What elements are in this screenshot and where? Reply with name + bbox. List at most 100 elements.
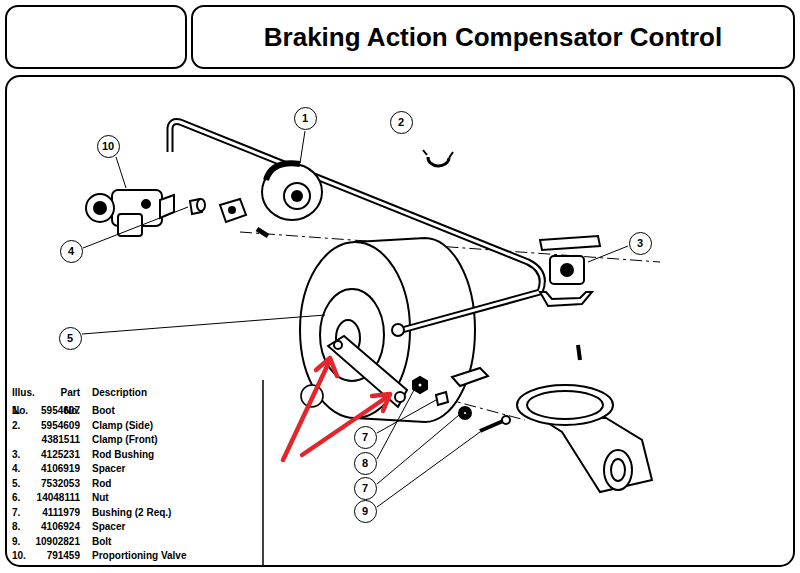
hardware	[413, 368, 510, 431]
title-text: Braking Action Compensator Control	[264, 22, 722, 52]
table-cell: Nut	[92, 492, 109, 503]
corner-box	[6, 6, 186, 68]
table-cell: 14048111	[37, 492, 80, 503]
table-cell-holder: Rod	[92, 473, 257, 491]
callout-circle: 10	[97, 135, 120, 158]
table-cell: 3.	[12, 449, 20, 460]
boot	[262, 163, 322, 220]
table-cell: 4106919	[41, 463, 80, 474]
table-cell: 7.	[12, 507, 20, 518]
table-cell-holder: Clamp (Side)	[92, 415, 257, 433]
table-cell-holder: Proportioning Valve	[92, 545, 257, 563]
table-cell: Description	[92, 387, 147, 398]
diagram-frame	[6, 76, 794, 566]
table-cell-holder: 10.	[12, 545, 42, 563]
rod	[170, 122, 542, 330]
table-cell: 5954609	[41, 420, 80, 431]
table-cell: 4106924	[41, 521, 80, 532]
table-cell: 4.	[12, 463, 20, 474]
table-cell: 2.	[12, 420, 20, 431]
steering-knuckle	[517, 385, 652, 492]
callout-number: 8	[362, 457, 368, 469]
table-cell: Clamp (Side)	[92, 420, 153, 431]
table-divider	[262, 380, 264, 566]
table-cell-holder: 5954609	[20, 415, 80, 433]
table-cell-holder: 7532053	[20, 473, 80, 491]
table-cell-holder: 4125231	[20, 444, 80, 462]
title-box	[192, 6, 794, 68]
table-cell: 4125231	[41, 449, 80, 460]
table-cell-holder: 4106924	[20, 516, 80, 534]
callout-number: 3	[637, 237, 643, 249]
callout-number: 4	[68, 245, 74, 257]
table-cell: Spacer	[92, 463, 125, 474]
table-cell-holder: 14048111	[20, 487, 80, 505]
callout-circle: 9	[354, 500, 377, 523]
table-cell-holder: Description	[92, 382, 252, 400]
table-cell-holder: 3.	[12, 444, 42, 462]
table-cell: 8.	[12, 521, 20, 532]
callout-circle: 4	[60, 240, 83, 263]
side-clamp	[423, 150, 453, 166]
table-cell-holder: 5.	[12, 473, 42, 491]
table-cell: 5954607	[41, 405, 80, 416]
callout-circle: 7	[354, 477, 377, 500]
lever-arm	[328, 336, 407, 407]
table-cell-holder: 4.	[12, 458, 42, 476]
callout-circle: 8	[354, 452, 377, 475]
table-cell: 5.	[12, 478, 20, 489]
table-cell: 1.	[12, 405, 20, 416]
table-cell-holder: Spacer	[92, 516, 257, 534]
spacer-bracket	[190, 199, 268, 236]
callout-circle: 2	[390, 111, 413, 134]
table-cell-holder: 7.	[12, 502, 42, 520]
title-holder: Braking Action Compensator Control	[192, 22, 794, 53]
table-cell-holder: Clamp (Front)	[92, 429, 257, 447]
table-cell-holder: Spacer	[92, 458, 257, 476]
table-cell: Boot	[92, 405, 115, 416]
table-cell-holder: 10902821	[20, 531, 80, 549]
table-cell-holder: Nut	[92, 487, 257, 505]
table-cell-holder: 2.	[12, 415, 42, 433]
table-cell-holder: 4106919	[20, 458, 80, 476]
callout-circle: 1	[294, 107, 317, 130]
table-cell: 10.	[12, 550, 26, 561]
table-cell-holder: Rod Bushing	[92, 444, 257, 462]
table-cell: Bolt	[92, 536, 111, 547]
table-cell: 6.	[12, 492, 20, 503]
table-cell-holder: 4111979	[20, 502, 80, 520]
callout-number: 10	[102, 140, 114, 152]
rod-bushing-clamp	[540, 236, 600, 360]
table-cell: Spacer	[92, 521, 125, 532]
table-cell-holder: 5954607	[20, 400, 80, 418]
callout-number: 1	[302, 112, 308, 124]
table-cell-holder: 1.	[12, 400, 42, 418]
callout-circle: 7	[354, 426, 377, 449]
callout-number: 7	[362, 482, 368, 494]
proportioning-valve	[86, 190, 174, 236]
callout-circle: 5	[59, 327, 82, 350]
table-cell-holder: Bushing (2 Req.)	[92, 502, 257, 520]
table-cell: 4111979	[42, 507, 80, 518]
table-cell: Rod	[92, 478, 111, 489]
table-cell: 791459	[47, 550, 80, 561]
table-cell: Rod Bushing	[92, 449, 154, 460]
callout-number: 5	[67, 332, 73, 344]
table-cell: 9.	[12, 536, 20, 547]
table-cell: 4381511	[42, 434, 80, 445]
table-cell: Bushing (2 Req.)	[92, 507, 171, 518]
table-cell-holder: 4381511	[20, 429, 80, 447]
table-cell: 10902821	[36, 536, 81, 547]
table-cell-holder: Bolt	[92, 531, 257, 549]
callout-number: 2	[398, 116, 404, 128]
table-cell-holder: 8.	[12, 516, 42, 534]
table-cell-holder: Boot	[92, 400, 257, 418]
table-cell: 7532053	[41, 478, 80, 489]
callout-circle: 3	[629, 232, 652, 255]
callout-number: 9	[362, 505, 368, 517]
table-cell: Clamp (Front)	[92, 434, 158, 445]
callout-number: 7	[362, 431, 368, 443]
leader-line	[82, 131, 628, 507]
